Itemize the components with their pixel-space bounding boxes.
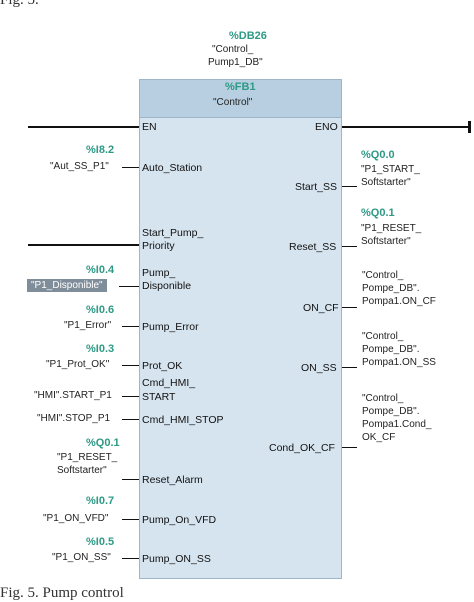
pump-on-vfd-wire (122, 519, 139, 520)
pin-pump-error[interactable]: Pump_Error (142, 321, 199, 333)
on-cf-symbol-line2: Pompe_DB". (362, 283, 420, 294)
pin-reset-ss[interactable]: Reset_SS (289, 241, 337, 253)
pin-auto-station[interactable]: Auto_Station (142, 162, 203, 174)
pin-start-pump-priority-line1[interactable]: Start_Pump_ (142, 227, 204, 239)
pin-start-ss[interactable]: Start_SS (295, 181, 338, 193)
pin-on-ss[interactable]: ON_SS (301, 362, 337, 374)
pin-pump-on-ss[interactable]: Pump_ON_SS (142, 553, 211, 565)
reset-alarm-symbol-line1: "P1_RESET_ (57, 452, 118, 463)
pin-on-cf[interactable]: ON_CF (303, 302, 339, 314)
cmd-hmi-start-symbol: "HMI".START_P1 (34, 390, 112, 401)
reset-ss-symbol-line2: Softstarter" (361, 236, 411, 247)
pin-reset-alarm[interactable]: Reset_Alarm (142, 474, 203, 486)
function-block[interactable] (139, 79, 342, 579)
pin-pump-disponible-line1[interactable]: Pump_ (142, 267, 176, 279)
on-ss-symbol-line1: "Control_ (362, 331, 404, 342)
cond-ok-cf-wire (342, 447, 357, 448)
start-pump-priority-wire (28, 244, 139, 246)
pin-en[interactable]: EN (142, 121, 157, 133)
figure-caption-bottom: Fig. 5. Pump control (0, 585, 124, 601)
reset-ss-wire (342, 246, 357, 247)
cond-ok-cf-symbol-line2: Pompe_DB". (362, 406, 420, 417)
reset-alarm-address: %Q0.1 (86, 437, 120, 449)
pump-error-wire (122, 326, 139, 327)
on-ss-symbol-line3: Pompa1.ON_SS (362, 357, 436, 368)
pin-cmd-hmi-stop[interactable]: Cmd_HMI_STOP (142, 414, 224, 426)
pump-disponible-wire (119, 286, 139, 287)
start-ss-wire (342, 186, 357, 187)
block-address: %FB1 (225, 81, 256, 93)
reset-ss-address: %Q0.1 (361, 207, 395, 219)
pin-eno[interactable]: ENO (315, 121, 338, 133)
reset-alarm-symbol-line2: Softstarter" (57, 465, 107, 476)
en-wire (28, 126, 139, 128)
pin-prot-ok[interactable]: Prot_OK (142, 360, 183, 372)
on-cf-symbol-line3: Pompa1.ON_CF (362, 296, 436, 307)
eno-terminal (468, 121, 471, 133)
reset-ss-symbol-line1: "P1_RESET_ (361, 223, 422, 234)
pin-pump-disponible-line2[interactable]: Disponible (142, 280, 192, 292)
start-ss-address: %Q0.0 (361, 149, 395, 161)
instance-db-address: %DB26 (229, 30, 267, 42)
on-cf-symbol-line1: "Control_ (362, 270, 404, 281)
auto-station-wire (122, 167, 139, 168)
cond-ok-cf-symbol-line3: Pompa1.Cond_ (362, 419, 432, 430)
reset-alarm-wire (122, 479, 139, 480)
pin-start-pump-priority-line2[interactable]: Priority (142, 240, 175, 252)
cond-ok-cf-symbol-line1: "Control_ (362, 393, 404, 404)
instance-db-name-line2: Pump1_DB" (208, 57, 263, 68)
pin-cmd-hmi-start-line1[interactable]: Cmd_HMI_ (142, 377, 196, 389)
function-block-header (140, 80, 341, 118)
prot-ok-wire (122, 365, 139, 366)
instance-db-name-line1: "Control_ (212, 44, 254, 55)
pump-disponible-address: %I0.4 (86, 264, 115, 276)
auto-station-symbol: "Aut_SS_P1" (50, 161, 109, 172)
block-name: "Control" (213, 97, 253, 108)
prot-ok-address: %I0.3 (86, 343, 115, 355)
figure-caption-top: Fig. 5. (0, 0, 39, 8)
cmd-hmi-stop-wire (122, 419, 139, 420)
pump-disponible-symbol[interactable]: "P1_Disponible" (27, 279, 107, 292)
start-ss-symbol-line2: Softstarter" (361, 177, 411, 188)
pump-on-ss-wire (122, 558, 139, 559)
pin-cmd-hmi-start-line2[interactable]: START (142, 391, 176, 403)
on-ss-symbol-line2: Pompe_DB". (362, 344, 420, 355)
pump-on-vfd-symbol: "P1_ON_VFD" (43, 513, 109, 524)
pump-on-vfd-address: %I0.7 (86, 495, 115, 507)
cmd-hmi-stop-symbol: "HMI".STOP_P1 (37, 413, 111, 424)
start-ss-symbol-line1: "P1_START_ (361, 164, 420, 175)
cond-ok-cf-symbol-line4: OK_CF (362, 432, 396, 443)
auto-station-address: %I8.2 (86, 144, 115, 156)
on-ss-wire (342, 367, 357, 368)
on-cf-wire (342, 307, 357, 308)
pin-pump-on-vfd[interactable]: Pump_On_VFD (142, 514, 217, 526)
eno-wire (342, 126, 470, 128)
pump-on-ss-symbol: "P1_ON_SS" (52, 552, 111, 563)
pump-on-ss-address: %I0.5 (86, 536, 115, 548)
pump-error-address: %I0.6 (86, 304, 115, 316)
prot-ok-symbol: "P1_Prot_OK" (46, 359, 110, 370)
cmd-hmi-start-wire (122, 396, 139, 397)
pump-error-symbol: "P1_Error" (64, 320, 112, 331)
pin-cond-ok-cf[interactable]: Cond_OK_CF (269, 442, 335, 454)
